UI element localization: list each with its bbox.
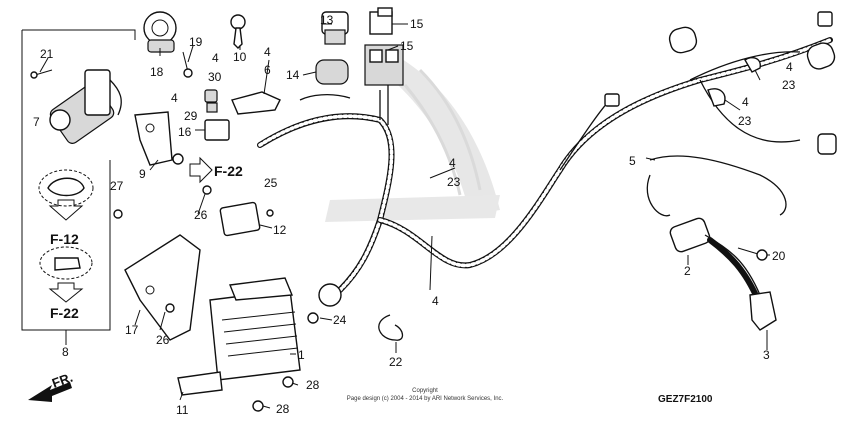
callout-13: 13 (320, 13, 334, 27)
front-arrow-label: FR. (50, 370, 75, 391)
relay-15a (369, 7, 393, 35)
clips-23 (707, 56, 761, 107)
callout-11: 11 (176, 403, 189, 417)
sub-harness-5 (646, 155, 787, 217)
regulator-12 (219, 201, 261, 237)
relay-block-15b (364, 44, 404, 86)
leader-lines (39, 23, 770, 409)
callout-16: 16 (178, 125, 192, 139)
diagram-code: GEZ7F2100 (658, 394, 713, 405)
bracket-17 (124, 234, 201, 341)
callout-20: 20 (772, 249, 786, 263)
horn-18 (143, 11, 177, 53)
callout-28a: 28 (306, 378, 320, 392)
callout-2: 2 (684, 264, 691, 278)
bolts-misc (113, 153, 294, 412)
callout-17: 17 (125, 323, 139, 337)
relay-16 (204, 119, 230, 141)
callout-27: 27 (110, 179, 124, 193)
plug-cap-3 (749, 291, 777, 331)
callout-24: 24 (333, 313, 347, 327)
callout-23b: 23 (782, 78, 796, 92)
callout-4b: 4 (264, 45, 271, 59)
rubber-mount-14 (315, 59, 349, 85)
bolt-21 (30, 69, 53, 79)
callout-4d: 4 (449, 156, 456, 170)
ecu-1 (209, 277, 301, 381)
horn-relay-13 (321, 11, 349, 45)
bracket-9 (134, 111, 173, 166)
f12-reference-label: F-12 (50, 231, 79, 247)
inset-box (21, 29, 136, 345)
callout-3: 3 (763, 348, 770, 362)
sensor-22 (378, 314, 404, 341)
f22-left-reference-label: F-22 (50, 305, 79, 321)
callout-19: 19 (189, 35, 203, 49)
ignition-coil-2 (669, 217, 761, 303)
callout-10: 10 (233, 50, 247, 64)
callout-4e: 4 (432, 294, 439, 308)
callout-30: 30 (208, 70, 222, 84)
callout-4f: 4 (786, 60, 793, 74)
ignition-switch-assembly (49, 69, 122, 144)
callout-7: 7 (33, 115, 40, 129)
callout-21: 21 (40, 47, 54, 61)
callout-22: 22 (389, 355, 403, 369)
callout-8: 8 (62, 345, 69, 359)
callout-1: 1 (298, 348, 305, 362)
bracket-6 (231, 91, 281, 115)
callout-12: 12 (273, 223, 287, 237)
callout-28b: 28 (276, 402, 290, 416)
callout-5: 5 (629, 154, 636, 168)
callout-6: 6 (264, 63, 271, 77)
bolt-20 (737, 247, 768, 261)
key-10 (230, 14, 246, 49)
f22-reference-label: F-22 (214, 163, 243, 179)
callout-14: 14 (286, 68, 300, 82)
grommet-29 (206, 102, 218, 113)
callout-4a: 4 (212, 51, 219, 65)
callout-9: 9 (139, 167, 146, 181)
copyright-line-2: Page design (c) 2004 - 2014 by ARI Netwo… (347, 396, 504, 402)
callout-29: 29 (184, 109, 198, 123)
callout-4c: 4 (171, 91, 178, 105)
copyright-line-1: Copyright (412, 388, 438, 394)
front-direction-arrow: FR. (28, 370, 75, 402)
watermark-wing-logo (325, 55, 500, 222)
callout-labels: 1 2 3 4 4 4 4 4 4 4 5 6 7 8 9 10 11 12 1… (33, 13, 796, 417)
callout-26b: 26 (156, 333, 170, 347)
connector-24 (307, 283, 342, 324)
callout-18: 18 (150, 65, 164, 79)
clip-30 (204, 89, 218, 103)
callout-15b: 15 (400, 39, 414, 53)
callout-15a: 15 (410, 17, 424, 31)
callout-23c: 23 (738, 114, 752, 128)
callout-23a: 23 (447, 175, 461, 189)
bolt-19 (182, 51, 193, 78)
bracket-11 (177, 371, 223, 396)
callout-25: 25 (264, 176, 278, 190)
callout-26a: 26 (194, 208, 208, 222)
main-harness-4 (257, 37, 833, 293)
f22-reference-arrow: F-22 (189, 156, 243, 184)
connector-top-right (604, 11, 837, 155)
callout-4g: 4 (742, 95, 749, 109)
